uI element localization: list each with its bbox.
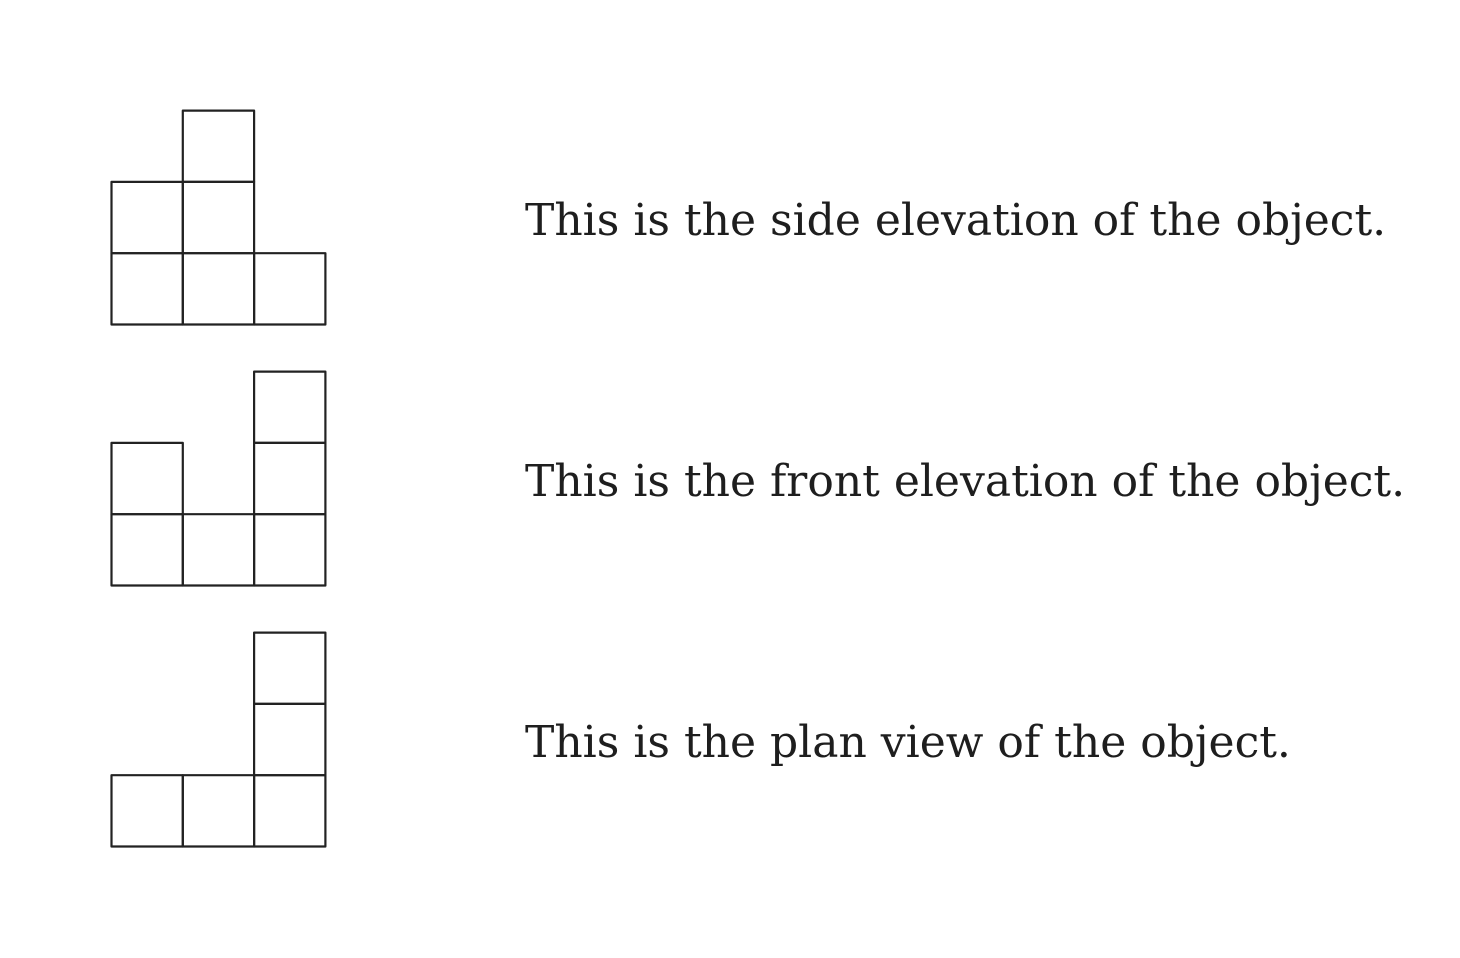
plan-grid-square [253, 631, 327, 705]
side-grid-square [181, 180, 256, 255]
front-view-grid [110, 370, 327, 587]
plan-view-caption: This is the plan view of the object. [525, 717, 1291, 768]
front-grid-square [181, 513, 256, 587]
side-grid-square [181, 109, 256, 184]
front-grid-square [110, 441, 184, 516]
side-elevation-caption: This is the side elevation of the object… [525, 195, 1387, 246]
plan-grid-square [110, 774, 184, 848]
plan-grid-square [253, 702, 327, 777]
front-elevation-caption: This is the front elevation of the objec… [525, 456, 1406, 507]
side-grid-square [110, 252, 184, 326]
plan-view-grid [110, 631, 327, 848]
front-grid-square [110, 513, 184, 587]
side-grid-square [181, 252, 256, 326]
front-grid-square [253, 370, 327, 445]
front-grid-square [253, 441, 327, 516]
front-grid-square [253, 513, 327, 587]
plan-grid-square [181, 774, 256, 848]
plan-grid-square [253, 774, 327, 848]
side-grid-square [253, 252, 327, 326]
side-view-grid [110, 109, 327, 326]
side-grid-square [110, 180, 184, 255]
